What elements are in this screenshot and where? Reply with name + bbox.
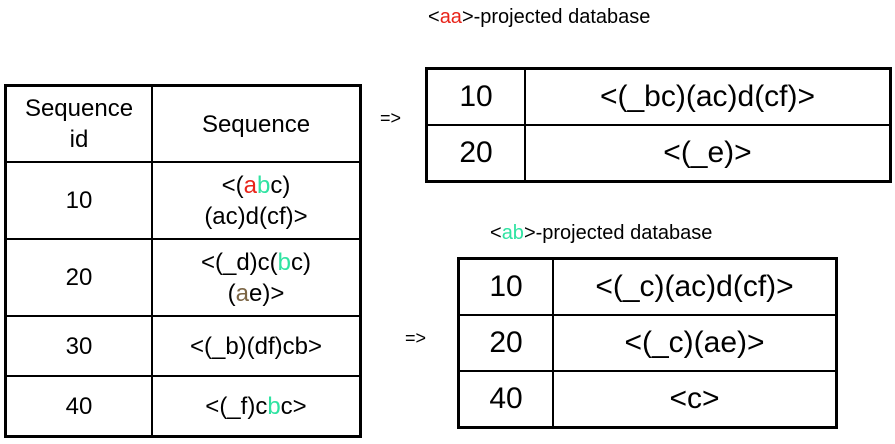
sequence-id-cell: 10 bbox=[425, 67, 526, 126]
sequence-id-cell: 10 bbox=[457, 257, 554, 316]
sequence-id-cell: 30 bbox=[4, 315, 153, 377]
sequence-fragment: <( bbox=[221, 171, 244, 199]
ab-projection-caption: <ab>-projected database bbox=[490, 222, 712, 245]
sequence-fragment: <(_d)c( bbox=[200, 248, 278, 276]
highlighted-item: b bbox=[277, 248, 292, 276]
sequence-id-cell: 10 bbox=[4, 161, 153, 240]
arrow-to-aa-projection: => bbox=[380, 108, 402, 128]
caption-open: < bbox=[490, 222, 502, 244]
sequence-cell: <(abc) (ac)d(cf)> bbox=[151, 161, 362, 240]
sequence-cell: <c> bbox=[552, 370, 838, 429]
header-sequence: Sequence bbox=[151, 84, 362, 163]
highlighted-item: a bbox=[243, 171, 257, 199]
highlighted-item: b bbox=[267, 392, 281, 420]
sequence-fragment: c) bbox=[270, 171, 291, 199]
sequence-id-cell: 20 bbox=[457, 314, 554, 372]
highlighted-item: b bbox=[257, 171, 271, 199]
table-row: 40 <c> bbox=[457, 370, 838, 429]
caption-rest: >-projected database bbox=[461, 6, 651, 28]
sequence-id-cell: 20 bbox=[425, 124, 526, 183]
sequence-fragment: ( bbox=[227, 279, 236, 307]
caption-prefix: aa bbox=[439, 6, 462, 28]
aa-projected-database-table: 10 <(_bc)(ac)d(cf)> 20 <(_e)> bbox=[425, 67, 892, 183]
caption-rest: >-projected database bbox=[523, 222, 713, 244]
sequence-fragment: (ac)d(cf)> bbox=[204, 202, 308, 230]
table-row: 30 <(_b)(df)cb> bbox=[4, 315, 362, 377]
sequence-fragment: c) bbox=[291, 248, 312, 276]
caption-open: < bbox=[428, 6, 440, 28]
table-row: 40 <(_f)cbc> bbox=[4, 375, 362, 438]
sequence-id-cell: 40 bbox=[4, 375, 153, 438]
highlighted-item: a bbox=[235, 279, 249, 307]
sequence-id-cell: 40 bbox=[457, 370, 554, 429]
ab-projected-database-table: 10 <(_c)(ac)d(cf)> 20 <(_c)(ae)> 40 <c> bbox=[457, 257, 838, 429]
aa-projection-caption: <aa>-projected database bbox=[428, 6, 650, 29]
sequence-cell: <(_b)(df)cb> bbox=[151, 315, 362, 377]
sequence-fragment: <(_b)(df)cb> bbox=[189, 332, 323, 360]
table-row: 20 <(_e)> bbox=[425, 124, 892, 183]
sequence-cell: <(_c)(ae)> bbox=[552, 314, 838, 372]
arrow-to-ab-projection: => bbox=[405, 328, 427, 348]
table-row: 10 <(abc) (ac)d(cf)> bbox=[4, 161, 362, 240]
sequence-cell: <(_f)cbc> bbox=[151, 375, 362, 438]
table-row: 20 <(_d)c(bc) (ae)> bbox=[4, 238, 362, 317]
sequence-cell: <(_c)(ac)d(cf)> bbox=[552, 257, 838, 316]
sequence-fragment: e)> bbox=[249, 279, 285, 307]
sequence-fragment: c> bbox=[280, 392, 307, 420]
sequence-fragment: <(_f)c bbox=[205, 392, 268, 420]
table-row: 10 <(_bc)(ac)d(cf)> bbox=[425, 67, 892, 126]
sequence-cell: <(_bc)(ac)d(cf)> bbox=[524, 67, 892, 126]
sequence-cell: <(_e)> bbox=[524, 124, 892, 183]
table-row: 10 <(_c)(ac)d(cf)> bbox=[457, 257, 838, 316]
sequence-cell: <(_d)c(bc) (ae)> bbox=[151, 238, 362, 317]
sequence-id-cell: 20 bbox=[4, 238, 153, 317]
table-row: 20 <(_c)(ae)> bbox=[457, 314, 838, 372]
caption-prefix: ab bbox=[501, 222, 524, 244]
